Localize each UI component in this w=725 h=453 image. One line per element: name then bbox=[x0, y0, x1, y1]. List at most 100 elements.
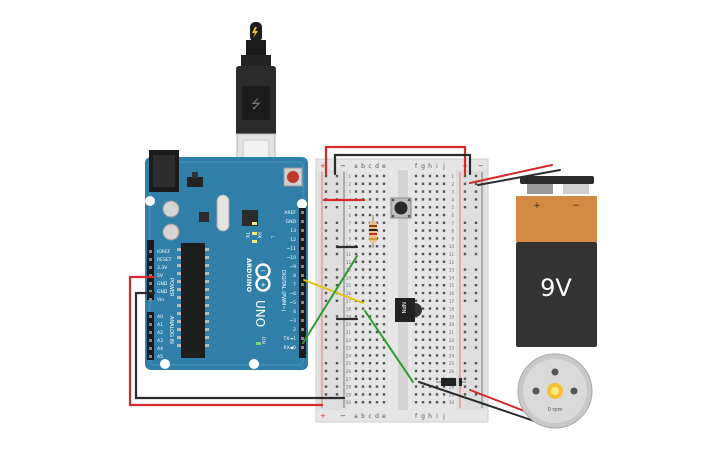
column-letter: i bbox=[436, 163, 438, 170]
row-number: 12 bbox=[346, 260, 352, 265]
column-letter: f bbox=[415, 163, 418, 170]
row-number: 29 bbox=[449, 392, 455, 397]
row-number: 28 bbox=[449, 385, 455, 390]
row-number: 28 bbox=[346, 385, 352, 390]
row-number: 30 bbox=[346, 400, 352, 405]
row-number: 18 bbox=[449, 307, 455, 312]
arduino-board: L TX RX − + ARDUINO UNO ON IOREFRESET3.3… bbox=[145, 150, 308, 370]
row-number: 13 bbox=[449, 268, 455, 273]
dc-motor: 0 rpm bbox=[517, 353, 593, 429]
analog-pin-label: A5 bbox=[157, 354, 163, 360]
onboard-leds: L TX RX bbox=[244, 222, 275, 243]
row-number: 7 bbox=[348, 221, 351, 226]
analog-pin-label: A3 bbox=[157, 338, 163, 344]
row-number: 23 bbox=[449, 346, 455, 351]
wire-battery-red bbox=[469, 164, 553, 184]
row-number: 7 bbox=[451, 221, 454, 226]
column-letter: a bbox=[354, 413, 358, 420]
rail-plus-label: + bbox=[320, 162, 326, 170]
digital-pin-label: ~5 bbox=[289, 300, 296, 306]
row-number: 1 bbox=[451, 174, 454, 179]
battery-9v: + − 9V bbox=[516, 176, 597, 347]
power-pin-label: GND bbox=[157, 289, 168, 295]
column-letter: g bbox=[421, 163, 425, 170]
column-letter: c bbox=[368, 163, 371, 170]
row-number: 5 bbox=[348, 205, 351, 210]
row-number: 26 bbox=[346, 369, 352, 374]
row-number: 6 bbox=[451, 213, 454, 218]
motor-rpm-label: 0 rpm bbox=[548, 407, 563, 413]
power-pin-label: GND bbox=[157, 281, 168, 287]
digital-pin-label: GND bbox=[286, 219, 297, 225]
wire-gnd bbox=[134, 291, 346, 400]
power-pin-label: 3.3V bbox=[157, 265, 168, 271]
column-letter: b bbox=[361, 163, 365, 170]
push-button[interactable] bbox=[390, 197, 412, 219]
row-number: 22 bbox=[449, 338, 455, 343]
wire-black-motor bbox=[418, 381, 550, 427]
row-number: 25 bbox=[449, 361, 455, 366]
row-number: 15 bbox=[449, 283, 455, 288]
digital-pin-label: TX➔1 bbox=[283, 336, 297, 342]
digital-pin-label: AREF bbox=[284, 210, 296, 216]
row-number: 17 bbox=[449, 299, 455, 304]
column-letter: j bbox=[442, 413, 445, 420]
row-number: 19 bbox=[449, 314, 455, 319]
transistor-label: NPN bbox=[400, 302, 406, 314]
row-number: 26 bbox=[449, 369, 455, 374]
wire-green-2 bbox=[364, 310, 414, 383]
battery-minus-label: − bbox=[572, 201, 580, 211]
row-number: 17 bbox=[346, 299, 352, 304]
power-section-label: POWER bbox=[168, 278, 174, 297]
column-letter: b bbox=[361, 413, 365, 420]
row-number: 23 bbox=[346, 346, 352, 351]
row-number: 21 bbox=[449, 330, 455, 335]
digital-pin-label: 8 bbox=[293, 273, 296, 279]
digital-pin-label: 7 bbox=[293, 282, 296, 288]
row-number: 20 bbox=[449, 322, 455, 327]
reset-button[interactable] bbox=[283, 167, 303, 187]
row-number: 2 bbox=[451, 182, 454, 187]
wire-yellow bbox=[303, 279, 364, 304]
row-number: 16 bbox=[346, 291, 352, 296]
row-number: 18 bbox=[346, 307, 352, 312]
npn-transistor: NPN bbox=[395, 298, 422, 322]
arduino-logo: − + bbox=[255, 263, 271, 292]
row-number: 9 bbox=[348, 236, 351, 241]
battery-label: 9V bbox=[540, 274, 572, 302]
row-number: 27 bbox=[346, 377, 352, 382]
led-label: RX bbox=[256, 232, 262, 238]
analog-section-label: ANALOG IN bbox=[168, 316, 174, 344]
row-number: 9 bbox=[451, 236, 454, 241]
row-number: 16 bbox=[449, 291, 455, 296]
wires bbox=[128, 145, 561, 427]
wire-5v bbox=[128, 275, 324, 407]
digital-pin-label: 2 bbox=[293, 327, 296, 333]
analog-pin-label: A4 bbox=[157, 346, 163, 352]
row-number: 19 bbox=[346, 314, 352, 319]
row-number: 24 bbox=[346, 353, 352, 358]
column-letter: g bbox=[421, 413, 425, 420]
diode bbox=[436, 378, 466, 386]
column-letter: j bbox=[442, 163, 445, 170]
row-number: 2 bbox=[348, 182, 351, 187]
analog-pin-label: A2 bbox=[157, 330, 163, 336]
digital-pin-label: 13 bbox=[290, 228, 296, 234]
arduino-brand-label: ARDUINO bbox=[245, 258, 253, 293]
power-pin-label: Vin bbox=[157, 297, 164, 303]
power-pin-label: IOREF bbox=[157, 249, 171, 255]
column-letter: c bbox=[368, 413, 371, 420]
row-number: 10 bbox=[449, 244, 455, 249]
row-number: 8 bbox=[451, 229, 454, 234]
column-letter: h bbox=[428, 413, 432, 420]
digital-pin-label: ~10 bbox=[287, 255, 297, 261]
digital-pin-label: ~6 bbox=[289, 291, 296, 297]
row-number: 20 bbox=[346, 322, 352, 327]
column-letter: f bbox=[415, 413, 418, 420]
row-number: 12 bbox=[449, 260, 455, 265]
row-number: 6 bbox=[348, 213, 351, 218]
